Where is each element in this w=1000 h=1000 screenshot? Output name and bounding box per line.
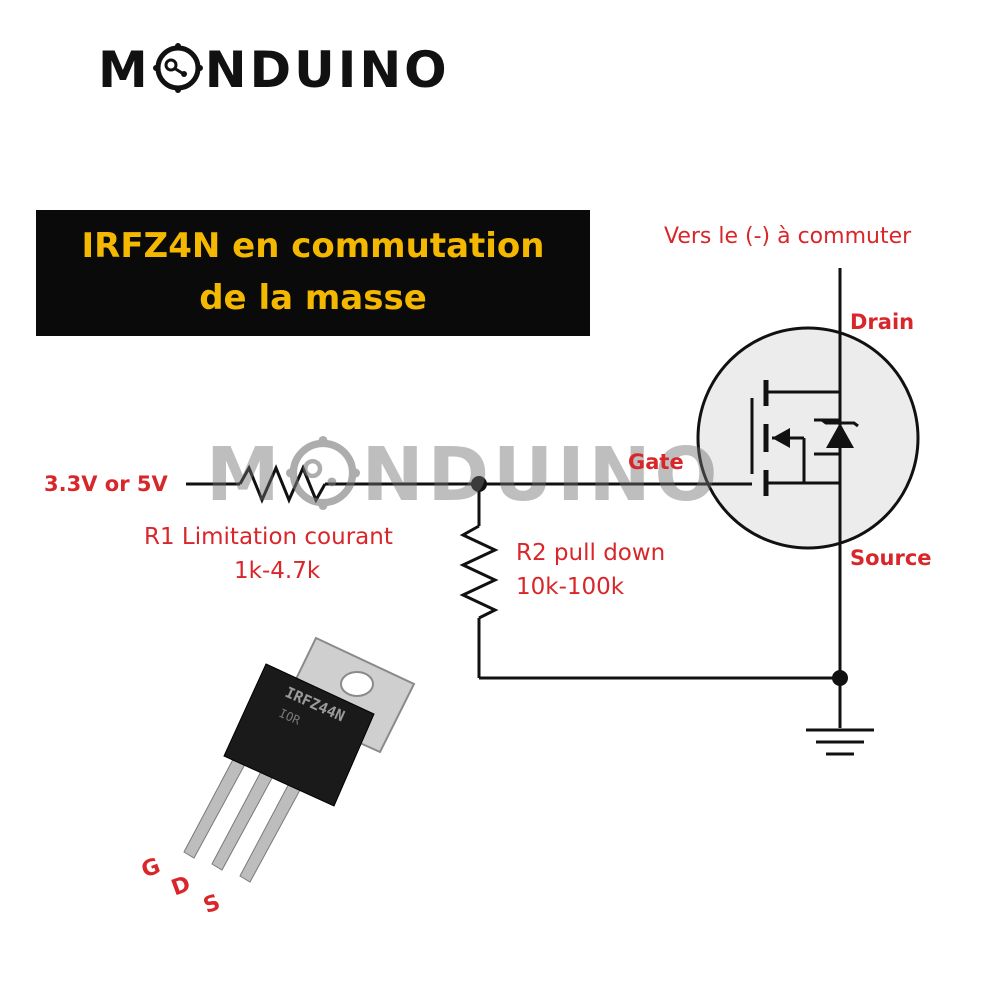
label-gate: Gate (628, 450, 684, 474)
mounting-hole (340, 671, 374, 697)
label-input-voltage: 3.3V or 5V (44, 472, 168, 496)
package-body (223, 663, 375, 807)
label-r1-name: R1 Limitation courant (144, 524, 393, 550)
lead-gate (183, 749, 251, 859)
lead-source (239, 773, 307, 883)
zener-bar (821, 418, 859, 428)
mosfet-body-circle (696, 326, 920, 550)
body-arrow-icon (772, 428, 790, 448)
to220-transistor-image: IRFZ44N IOR (183, 636, 416, 883)
label-r2-value: 10k-100k (516, 574, 625, 600)
title-box: IRFZ4N en commutation de la masse (36, 210, 590, 336)
monduino-logo: M NDUINO (98, 38, 450, 102)
label-source: Source (850, 546, 932, 570)
label-load-negative: Vers le (-) à commuter (664, 224, 912, 249)
label-drain: Drain (850, 310, 915, 334)
label-r2-name: R2 pull down (516, 540, 666, 566)
resistor-r1 (238, 464, 327, 504)
gear-logo-icon (152, 43, 203, 93)
title-line-1: IRFZ4N en commutation (81, 226, 545, 266)
logo-text-prefix: M (98, 41, 151, 99)
resistor-r2 (459, 524, 499, 620)
source-node-dot (832, 670, 848, 686)
logo-text-suffix: NDUINO (204, 41, 450, 99)
body-diode-icon (826, 423, 854, 448)
label-r1-value: 1k-4.7k (234, 558, 321, 584)
title-line-2: de la masse (199, 278, 427, 318)
lead-drain (211, 761, 279, 871)
